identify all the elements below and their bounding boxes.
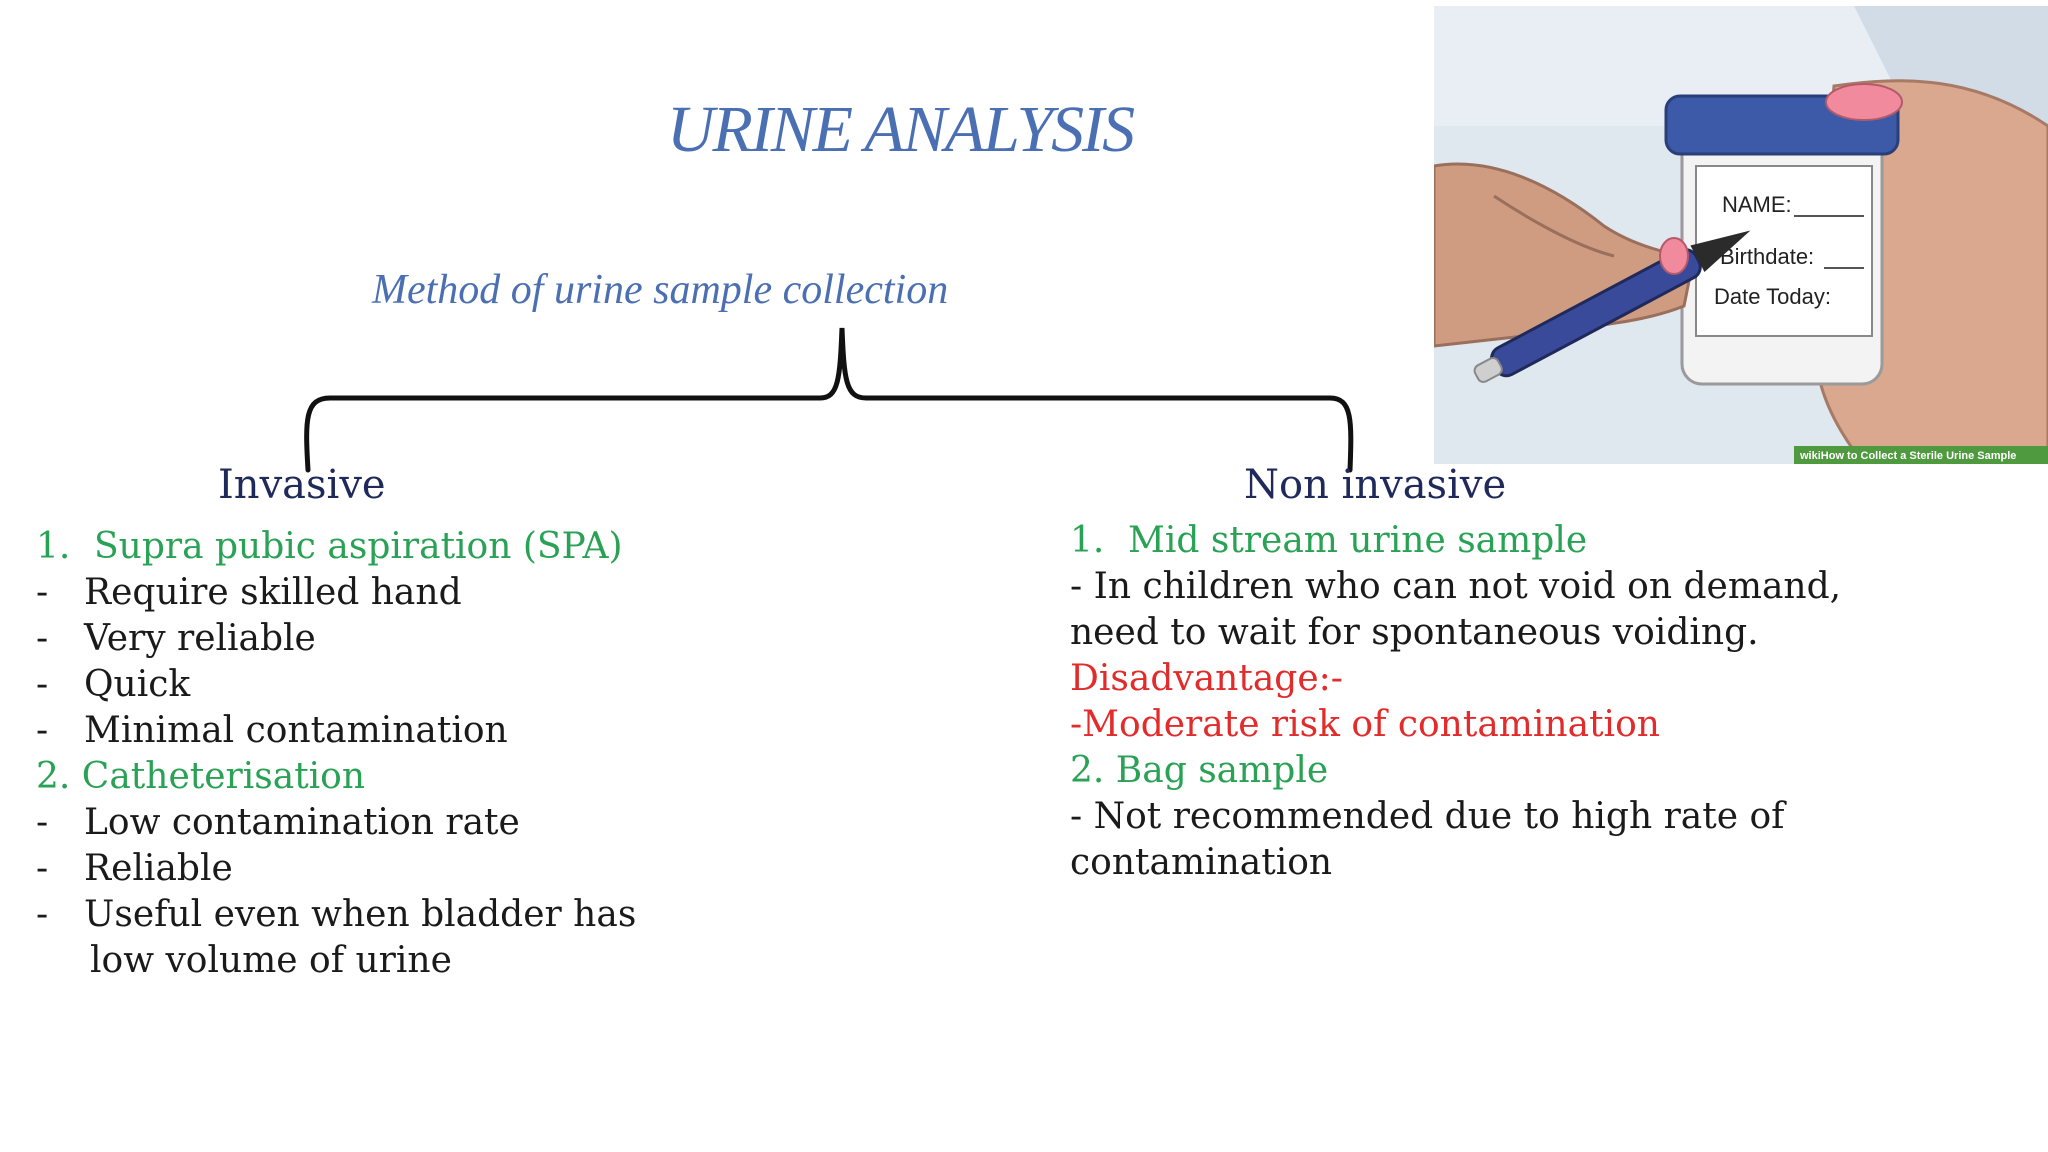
sample-cup-illustration: NAME: Birthdate: Date Today: wikiHow to … xyxy=(1434,6,2048,464)
list-item: -Require skilled hand xyxy=(36,572,462,613)
list-item: -Useful even when bladder has xyxy=(36,894,637,935)
non-invasive-method-1: 1. Mid stream urine sample xyxy=(1070,518,1841,564)
invasive-method-1: 1. Supra pubic aspiration (SPA) xyxy=(36,524,636,570)
invasive-method-2: 2. Catheterisation xyxy=(36,756,366,797)
invasive-method-1-label: Supra pubic aspiration (SPA) xyxy=(94,526,623,567)
disadvantage-label: Disadvantage:- xyxy=(1070,658,1343,699)
sample-cup-image: NAME: Birthdate: Date Today: wikiHow to … xyxy=(1434,6,2048,464)
list-item-continuation: low volume of urine xyxy=(90,940,452,981)
invasive-method-1-number: 1. xyxy=(36,526,71,567)
cup-label-birthdate: Birthdate: xyxy=(1720,244,1814,269)
disadvantage-text: -Moderate risk of contamination xyxy=(1070,704,1660,745)
list-item: -Quick xyxy=(36,664,191,705)
slide-title: URINE ANALYSIS xyxy=(666,93,1135,166)
text-line: - In children who can not void on demand… xyxy=(1070,566,1842,607)
text-line: - Not recommended due to high rate of xyxy=(1070,796,1785,837)
non-invasive-method-1-number: 1. xyxy=(1070,520,1105,561)
non-invasive-heading: Non invasive xyxy=(1244,462,1507,508)
list-item: -Reliable xyxy=(36,848,233,889)
slide-subtitle: Method of urine sample collection xyxy=(372,267,949,313)
cup-label-date-today: Date Today: xyxy=(1714,284,1831,309)
invasive-heading: Invasive xyxy=(218,462,386,508)
non-invasive-method-2: 2. Bag sample xyxy=(1070,750,1329,791)
non-invasive-method-1-label: Mid stream urine sample xyxy=(1128,520,1588,561)
list-item: -Minimal contamination xyxy=(36,710,508,751)
list-item: -Very reliable xyxy=(36,618,316,659)
list-item: -Low contamination rate xyxy=(36,802,520,843)
invasive-column: 1. Supra pubic aspiration (SPA) -Require … xyxy=(36,524,636,984)
illustration-caption: wikiHow to Collect a Sterile Urine Sampl… xyxy=(1799,450,2016,462)
text-line: contamination xyxy=(1070,842,1333,883)
text-line: need to wait for spontaneous voiding. xyxy=(1070,612,1759,653)
non-invasive-column: 1. Mid stream urine sample - In children … xyxy=(1070,518,1841,886)
cup-label-name: NAME: xyxy=(1722,192,1792,217)
